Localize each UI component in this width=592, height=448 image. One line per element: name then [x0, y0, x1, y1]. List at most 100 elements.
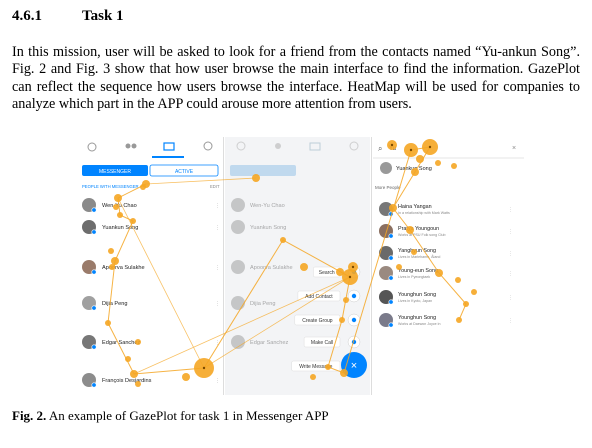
people-icon — [131, 143, 137, 149]
gaze-fixation — [252, 174, 260, 182]
gazeplot-figure: MESSENGER ACTIVE PEOPLE WITH MESSENGER E… — [78, 137, 524, 395]
gaze-fixation — [336, 268, 344, 276]
figure-label: Fig. 2. — [12, 408, 47, 423]
more-people-label: More People — [375, 185, 401, 190]
gaze-fixation — [130, 218, 136, 224]
contact-name: Apoorva Sulakhe — [102, 265, 145, 271]
close-icon: × — [351, 360, 357, 372]
person-name: Haina Yangan — [398, 204, 432, 210]
more-icon: ⋮ — [508, 318, 513, 324]
person-name: Young-eun Song — [398, 268, 438, 274]
gaze-fixation — [109, 264, 115, 270]
more-icon: ⋮ — [508, 229, 513, 235]
avatar — [231, 296, 245, 310]
gaze-fixation — [135, 339, 141, 345]
gaze-fixation — [411, 168, 419, 176]
avatar — [231, 335, 245, 349]
messenger-badge-icon — [388, 275, 394, 281]
messenger-badge-icon — [388, 233, 394, 239]
messenger-badge-icon — [388, 255, 394, 261]
person-name: Yanghyun Song — [398, 248, 436, 254]
gaze-fixation — [182, 373, 190, 381]
messenger-badge-icon — [91, 207, 97, 213]
gaze-fixation — [117, 212, 123, 218]
person-detail: Lives in Mariehamn, Åland — [398, 254, 440, 259]
gaze-fixation — [411, 249, 417, 255]
gaze-fixation — [406, 226, 414, 234]
gaze-fixation — [435, 269, 443, 277]
gaze-fixation-center — [351, 265, 355, 269]
more-icon: ⋮ — [508, 207, 513, 213]
gear-icon — [349, 141, 359, 151]
search-icon: ⌕ — [378, 144, 382, 153]
gaze-fixation — [343, 297, 349, 303]
gaze-fixation — [389, 204, 397, 212]
contact-name: Edgar Sanchez — [250, 340, 288, 346]
figure-caption: Fig. 2. An example of GazePlot for task … — [12, 408, 329, 424]
person-detail: Lives in Pyeongtaek — [398, 275, 430, 279]
messenger-badge-icon — [91, 269, 97, 275]
more-icon: ⋮ — [215, 340, 220, 346]
contact-name: Edgar Sanchez — [102, 340, 140, 346]
person-name: Younghun Song — [398, 315, 436, 321]
more-icon: ⋮ — [215, 225, 220, 231]
menu-item-label: Make Call — [311, 340, 333, 346]
gaze-fixation — [135, 381, 141, 387]
gaze-fixation — [111, 257, 119, 265]
more-icon: ⋮ — [508, 271, 513, 277]
gaze-fixation-center — [202, 366, 206, 370]
gaze-fixation — [471, 289, 477, 295]
gaze-fixation — [339, 317, 345, 323]
edit-label: EDIT — [210, 184, 220, 189]
active-tab-label: ACTIVE — [175, 169, 194, 175]
more-icon: ⋮ — [508, 251, 513, 257]
messenger-badge-icon — [91, 344, 97, 350]
gaze-fixation — [310, 374, 316, 380]
gaze-fixation — [105, 320, 111, 326]
messenger-tab — [82, 165, 148, 176]
contact-name: Dijia Peng — [102, 301, 128, 307]
avatar — [231, 198, 245, 212]
gaze-fixation-center — [348, 275, 352, 279]
more-icon: ⋮ — [215, 301, 220, 307]
clock-icon — [87, 142, 97, 152]
person-detail: In a relationship with Mark Watts — [398, 211, 450, 215]
menu-item-label: Create Group — [302, 318, 333, 324]
gaze-fixation-center — [428, 145, 432, 149]
menu-item — [303, 336, 341, 348]
gaze-fixation — [396, 264, 402, 270]
create-group-icon — [351, 317, 357, 323]
gaze-fixation — [325, 364, 331, 370]
gaze-fixation — [451, 163, 457, 169]
gaze-fixation — [416, 155, 424, 163]
person-detail: Lives in Kyoto, Japan — [398, 299, 432, 303]
contact-name: Wen-Yu Chao — [250, 203, 285, 209]
avatar — [231, 260, 245, 274]
menu-item-label: Search — [319, 270, 335, 276]
gaze-fixation — [455, 277, 461, 283]
menu-item-label: Add Contact — [305, 294, 333, 300]
person-detail: Works at PSU Folk song Club — [398, 233, 445, 237]
more-icon: ⋮ — [508, 295, 513, 301]
gaze-fixation — [113, 204, 119, 210]
messenger-badge-icon — [91, 305, 97, 311]
list-icon — [309, 142, 321, 151]
panel2-background — [225, 137, 370, 395]
gear-icon — [203, 141, 213, 151]
contact-name: Apoorva Sulakhe — [250, 265, 293, 271]
list-icon — [163, 142, 175, 151]
panel1-contact-list: Wen-Yu Chao⋮Yuankun Song⋮Apoorva Sulakhe… — [82, 198, 220, 388]
panel1-topbar-icons — [87, 141, 213, 158]
gaze-fixation — [108, 248, 114, 254]
messenger-badge-icon — [91, 229, 97, 235]
gaze-fixation — [280, 237, 286, 243]
more-icon: ⋮ — [215, 203, 220, 209]
gaze-fixation — [340, 369, 348, 377]
people-icon — [125, 143, 131, 149]
gaze-fixation-center — [390, 143, 394, 147]
active-tab — [149, 164, 219, 177]
clock-icon — [236, 141, 246, 151]
